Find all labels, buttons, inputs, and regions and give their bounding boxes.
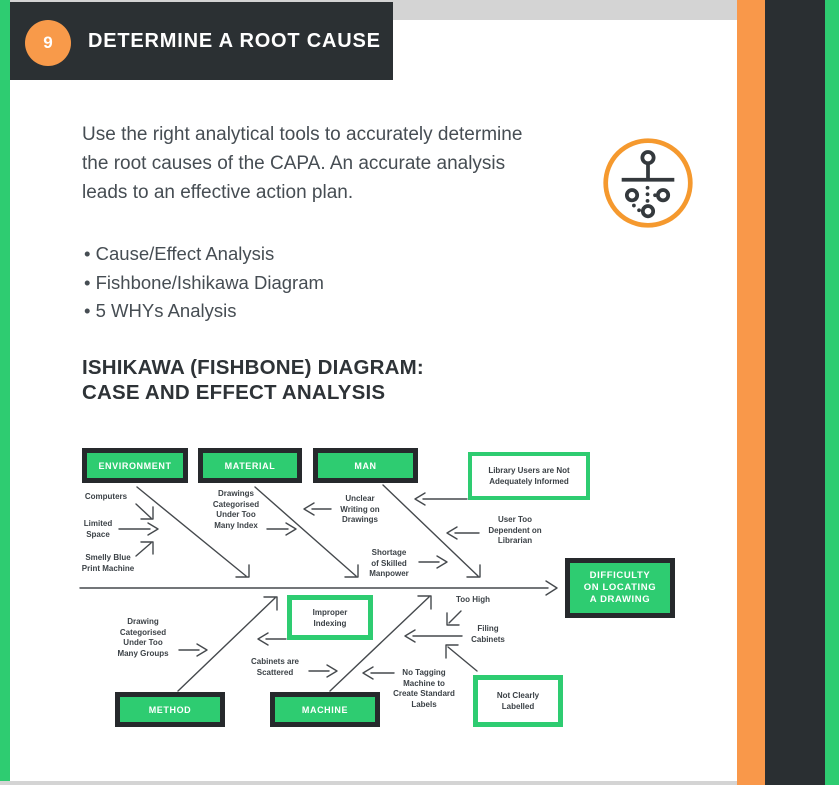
improper-indexing-arrow <box>257 632 287 646</box>
cause-label-no-tagging: No Tagging Machine to Create Standard La… <box>393 668 455 709</box>
callout-box-library-users: Library Users are Not Adequately Informe… <box>468 452 590 500</box>
category-box-man: MAN <box>313 448 418 483</box>
effect-box: DIFFICULTY ON LOCATING A DRAWING <box>565 558 675 618</box>
user-dependent-arrow <box>446 526 480 540</box>
computers-arrow <box>135 503 154 520</box>
header-banner: 9 DETERMINE A ROOT CAUSE <box>10 2 393 80</box>
library-users-arrow <box>414 492 468 506</box>
list-item: Cause/Effect Analysis <box>84 240 324 269</box>
cause-label-unclear-writing: Unclear Writing on Drawings <box>340 494 380 524</box>
cause-label-drawings-index: Drawings Categorised Under Too Many Inde… <box>212 489 260 530</box>
category-box-method: METHOD <box>115 692 225 727</box>
right-orange-bar <box>737 0 765 785</box>
cause-label-user-dependent: User Too Dependent on Librarian <box>488 515 542 545</box>
category-box-material: MATERIAL <box>198 448 302 483</box>
callout-box-improper-indexing: Improper Indexing <box>287 595 373 640</box>
root-cause-diagram-icon-svg <box>603 138 693 228</box>
cause-label-shortage-manpower: Shortage of Skilled Manpower <box>369 548 409 578</box>
root-cause-diagram-icon <box>601 136 695 230</box>
intro-paragraph: Use the right analytical tools to accura… <box>82 124 523 203</box>
page-title: DETERMINE A ROOT CAUSE <box>88 29 381 52</box>
list-item: Fishbone/Ishikawa Diagram <box>84 269 324 298</box>
cabinets-scattered-arrow <box>308 664 338 678</box>
unclear-writing-arrow <box>303 502 332 516</box>
category-box-environment: ENVIRONMENT <box>82 448 188 483</box>
step-number: 9 <box>43 33 53 52</box>
spine-arrowhead <box>545 580 558 596</box>
cause-label-computers: Computers <box>84 492 128 501</box>
drawings-index-arrow <box>266 522 297 536</box>
cause-label-drawing-groups: Drawing Categorised Under Too Many Group… <box>117 617 169 658</box>
filing-cabinets-arrow <box>404 629 463 643</box>
cause-label-cabinets-scattered: Cabinets are Scattered <box>250 657 300 677</box>
callout-box-not-clearly-labelled: Not Clearly Labelled <box>473 675 563 727</box>
cause-label-filing-cabinets: Filing Cabinets <box>471 624 505 644</box>
bottom-gray-strip <box>0 781 737 785</box>
shortage-arrow <box>418 555 448 569</box>
limited-space-arrow <box>118 522 159 536</box>
section-heading: ISHIKAWA (FISHBONE) DIAGRAM: CASE AND EF… <box>82 356 424 404</box>
too-high-arrow <box>446 610 462 626</box>
left-green-strip <box>0 0 10 785</box>
right-green-bar <box>825 0 839 785</box>
analysis-tools-list: Cause/Effect Analysis Fishbone/Ishikawa … <box>84 240 324 326</box>
step-number-badge: 9 <box>25 20 71 66</box>
drawing-groups-arrow <box>178 643 208 657</box>
category-box-machine: MACHINE <box>270 692 380 727</box>
list-item: 5 WHYs Analysis <box>84 297 324 326</box>
right-dark-bar <box>765 0 825 785</box>
cause-label-limited-space: Limited Space <box>83 519 113 539</box>
cause-label-smelly-blue: Smelly Blue Print Machine <box>81 553 135 573</box>
cause-label-too-high: Too High <box>455 595 491 604</box>
